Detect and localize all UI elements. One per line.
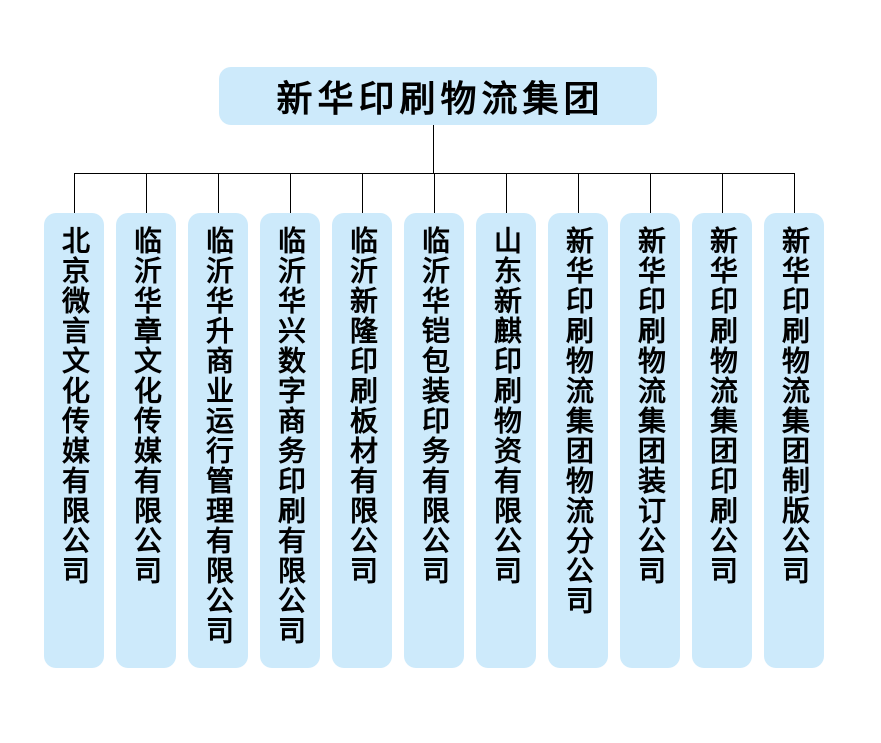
org-node: 临沂华章文化传媒有限公司 [116,213,176,668]
org-node-label: 山东新麒印刷物资有限公司 [491,226,522,586]
org-branch: 临沂华章文化传媒有限公司 [116,173,176,668]
connector-stub [505,173,507,213]
connector-stub [361,173,363,213]
org-node-label: 新华印刷物流集团装订公司 [635,226,666,586]
org-node-label: 临沂华铠包装印务有限公司 [419,226,450,586]
connector-stub [721,173,723,213]
org-branch: 山东新麒印刷物资有限公司 [476,173,536,668]
connector-stub [145,173,147,213]
connector-stub [433,173,435,213]
root-node-label: 新华印刷物流集团 [276,78,605,119]
root-node: 新华印刷物流集团 [219,67,657,125]
org-node: 新华印刷物流集团装订公司 [620,213,680,668]
connector-horizontal [74,173,795,174]
org-node: 北京微言文化传媒有限公司 [44,213,104,668]
connector-stub [793,173,795,213]
org-node: 临沂新隆印刷板材有限公司 [332,213,392,668]
org-branch: 新华印刷物流集团物流分公司 [548,173,608,668]
org-node-label: 新华印刷物流集团制版公司 [779,226,810,586]
connector-trunk [433,125,434,174]
org-branch: 临沂华铠包装印务有限公司 [404,173,464,668]
org-node: 山东新麒印刷物资有限公司 [476,213,536,668]
connector-stub [649,173,651,213]
org-branch: 新华印刷物流集团制版公司 [764,173,824,668]
org-branch: 临沂华升商业运行管理有限公司 [188,173,248,668]
org-node-label: 新华印刷物流集团印刷公司 [707,226,738,586]
org-branch: 新华印刷物流集团装订公司 [620,173,680,668]
org-node: 临沂华兴数字商务印刷有限公司 [260,213,320,668]
connector-stub [217,173,219,213]
org-node-label: 临沂新隆印刷板材有限公司 [347,226,378,586]
connector-stub [577,173,579,213]
org-node: 临沂华升商业运行管理有限公司 [188,213,248,668]
org-branch: 临沂新隆印刷板材有限公司 [332,173,392,668]
org-node: 临沂华铠包装印务有限公司 [404,213,464,668]
org-node-label: 临沂华章文化传媒有限公司 [131,226,162,586]
children-row: 北京微言文化传媒有限公司 临沂华章文化传媒有限公司 临沂华升商业运行管理有限公司… [44,173,824,668]
org-node-label: 临沂华升商业运行管理有限公司 [203,226,234,646]
connector-stub [73,173,75,213]
org-node: 新华印刷物流集团制版公司 [764,213,824,668]
org-branch: 新华印刷物流集团印刷公司 [692,173,752,668]
org-node-label: 临沂华兴数字商务印刷有限公司 [275,226,306,646]
org-node-label: 北京微言文化传媒有限公司 [59,226,90,586]
org-branch: 北京微言文化传媒有限公司 [44,173,104,668]
org-node: 新华印刷物流集团物流分公司 [548,213,608,668]
org-branch: 临沂华兴数字商务印刷有限公司 [260,173,320,668]
connector-stub [289,173,291,213]
org-node: 新华印刷物流集团印刷公司 [692,213,752,668]
org-node-label: 新华印刷物流集团物流分公司 [563,226,594,616]
